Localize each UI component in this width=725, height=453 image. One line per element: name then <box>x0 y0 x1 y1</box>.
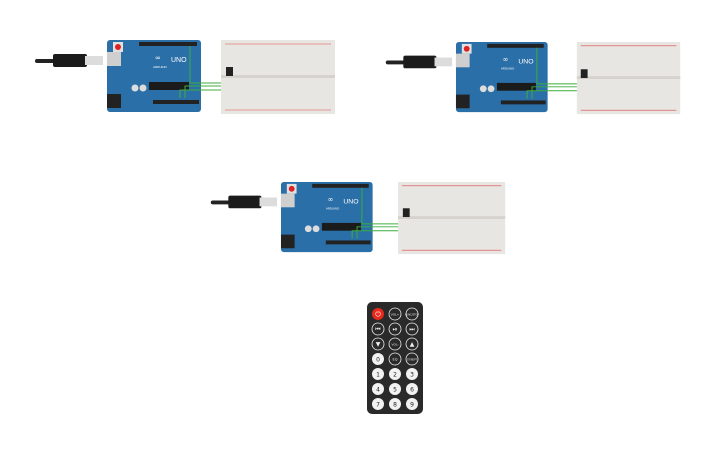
digit-8-button[interactable] <box>389 398 401 410</box>
arduino-uno-board[interactable]: UNO ARDUINO ∞ <box>455 41 548 113</box>
st-rept-button[interactable] <box>405 352 419 366</box>
vol-up-button[interactable] <box>388 307 402 321</box>
prev-button[interactable] <box>371 322 385 336</box>
digit-7-button[interactable] <box>372 398 384 410</box>
board-brand: ARDUINO <box>153 65 168 69</box>
digit-4-label: 4 <box>376 387 380 394</box>
down-button[interactable] <box>371 337 385 351</box>
digit-2-button[interactable] <box>389 368 401 380</box>
breadboard[interactable] <box>221 40 335 114</box>
ir-receiver[interactable] <box>226 67 233 76</box>
board-logo: UNO <box>343 198 358 205</box>
digit-9-button[interactable] <box>406 398 418 410</box>
digit-2-label: 2 <box>393 372 397 379</box>
ir-receiver[interactable] <box>580 69 588 79</box>
breadboard[interactable] <box>576 41 681 115</box>
next-button[interactable] <box>405 322 419 336</box>
func-stop-button[interactable] <box>405 307 419 321</box>
digit-6-button[interactable] <box>406 383 418 395</box>
vol-down-button[interactable] <box>388 337 402 351</box>
digit-8-label: 8 <box>393 402 397 409</box>
arduino-uno-board[interactable]: UNO ARDUINO ∞ <box>280 181 373 253</box>
circuit-2[interactable]: UNO ARDUINO ∞ <box>376 40 690 118</box>
digit-5-label: 5 <box>393 387 397 394</box>
breadboard[interactable] <box>397 181 506 255</box>
arduino-uno-board[interactable]: UNO ARDUINO ∞ <box>107 40 201 112</box>
digit-9-label: 9 <box>410 402 414 409</box>
green-wires <box>351 187 410 239</box>
down-arrow-icon: ▼ <box>376 341 381 348</box>
digit-6-label: 6 <box>410 387 414 394</box>
vol-up-label: VOL+ <box>391 313 400 317</box>
st-rept-label: ST/REPT <box>407 359 417 362</box>
digit-3-label: 3 <box>410 372 414 379</box>
board-brand: ARDUINO <box>326 206 340 210</box>
next-icon: ⏭ <box>409 326 415 333</box>
infinity-logo-icon: ∞ <box>155 54 161 62</box>
vol-down-label: VOL- <box>391 343 398 347</box>
eq-button[interactable] <box>388 352 402 366</box>
digit-1-label: 1 <box>376 372 380 379</box>
circuit-3[interactable]: UNO ARDUINO ∞ <box>205 180 511 258</box>
eq-label: EQ <box>393 358 398 362</box>
board-brand: ARDUINO <box>501 66 515 70</box>
digit-3-button[interactable] <box>406 368 418 380</box>
digit-7-label: 7 <box>376 402 380 409</box>
board-logo: UNO <box>518 58 533 65</box>
usb-cable <box>210 195 278 209</box>
usb-cable <box>385 55 453 69</box>
digit-pad[interactable]: 1 2 3 4 5 6 7 8 9 <box>372 368 418 410</box>
digit-1-button[interactable] <box>372 368 384 380</box>
infinity-logo-icon: ∞ <box>503 55 509 63</box>
power-icon: ⏻ <box>375 311 381 319</box>
digit-5-button[interactable] <box>389 383 401 395</box>
infinity-logo-icon: ∞ <box>328 195 334 203</box>
up-button[interactable] <box>405 337 419 351</box>
play-pause-icon: ⏯ <box>393 326 398 333</box>
ir-remote[interactable]: ⏻ VOL+ FUNC/STOP ⏮ ⏯ ⏭ ▼ VOL- ▲ 0 EQ <box>367 302 423 414</box>
digit-0-label: 0 <box>376 357 380 364</box>
digit-4-button[interactable] <box>372 383 384 395</box>
func-stop-label: FUNC/STOP <box>405 314 419 317</box>
digit-0-button[interactable] <box>372 353 384 365</box>
usb-cable <box>35 54 103 67</box>
up-arrow-icon: ▲ <box>410 341 415 348</box>
board-logo: UNO <box>171 57 187 64</box>
play-pause-button[interactable] <box>388 322 402 336</box>
circuit-1[interactable]: UNO ARDUINO ∞ <box>35 38 337 118</box>
green-wires <box>526 47 587 99</box>
ir-receiver[interactable] <box>402 208 410 218</box>
prev-icon: ⏮ <box>375 326 381 333</box>
power-button[interactable] <box>372 308 384 320</box>
green-wires <box>179 46 231 98</box>
